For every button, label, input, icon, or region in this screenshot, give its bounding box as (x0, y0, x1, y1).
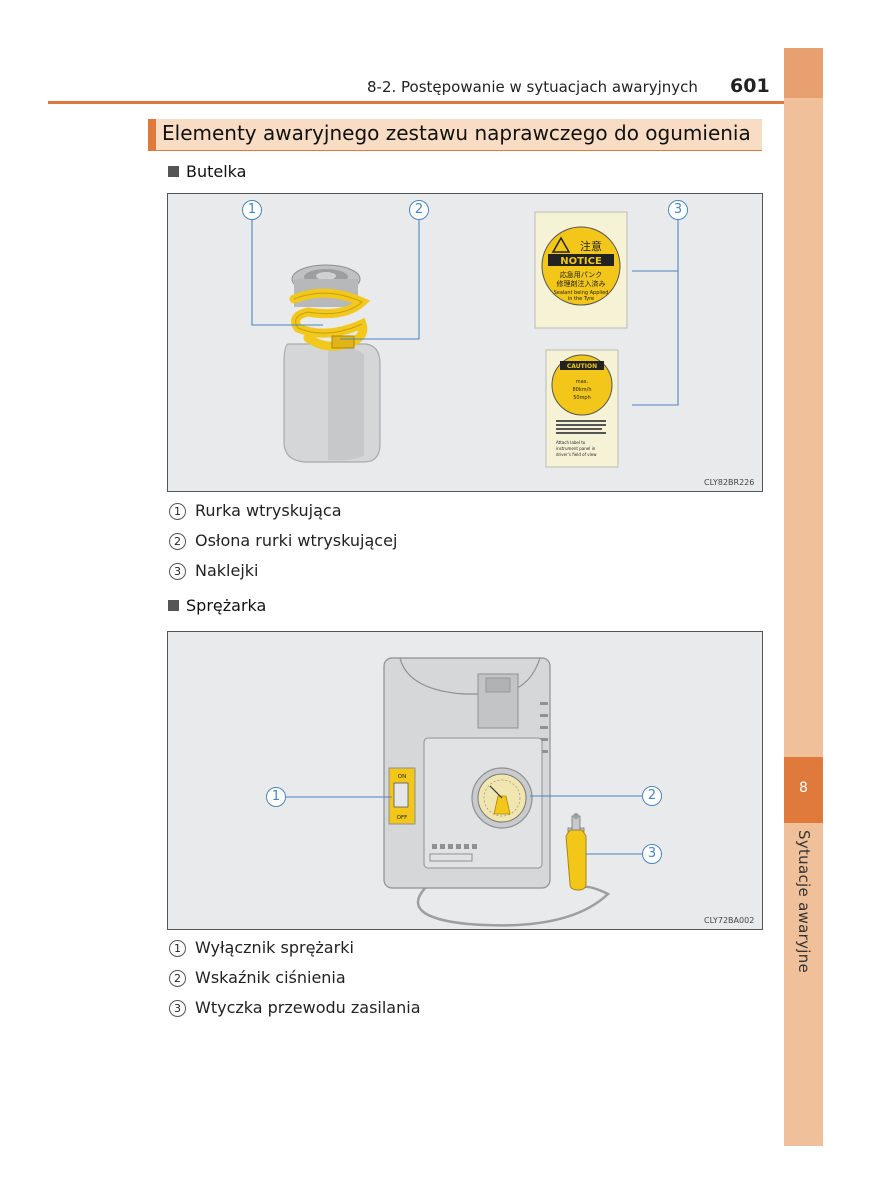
chapter-title: Sytuacje awaryjne (795, 830, 813, 974)
side-tab-top (784, 48, 823, 98)
chapter-tab[interactable] (784, 757, 823, 823)
compressor-figure: ON OFF 1 2 3 CLY72BA002 (167, 631, 763, 930)
sticker-caution-max: max. (576, 379, 589, 385)
switch-off-label: OFF (397, 815, 408, 821)
chapter-number: 8 (799, 780, 808, 796)
callout-3: 3 (642, 844, 662, 864)
legend-number: 2 (169, 533, 186, 550)
callout-1: 1 (242, 200, 262, 220)
legend-number: 2 (169, 970, 186, 987)
sticker-caution-note2: instrument panel in (556, 446, 596, 451)
compressor-heading-text: Sprężarka (186, 596, 267, 615)
legend-text: Osłona rurki wtryskującej (195, 531, 398, 550)
figure-code: CLY82BR226 (704, 478, 755, 487)
legend-item: 3 Naklejki (169, 561, 258, 580)
legend-number: 3 (169, 563, 186, 580)
legend-text: Wskaźnik ciśnienia (195, 968, 346, 987)
sticker-notice-jp2: 修理剤注入済み (557, 279, 606, 288)
figure-code: CLY72BA002 (704, 916, 755, 925)
legend-text: Wyłącznik sprężarki (195, 938, 354, 957)
compressor-illustration: ON OFF (286, 657, 642, 927)
callout-3: 3 (668, 200, 688, 220)
sticker-caution-note1: Attach label to (556, 440, 586, 445)
legend-item: 1 Wyłącznik sprężarki (169, 938, 354, 957)
section-title: Elementy awaryjnego zestawu naprawczego … (162, 121, 751, 145)
sticker-caution-title: CAUTION (567, 363, 597, 370)
callout-2: 2 (642, 786, 662, 806)
switch-on-label: ON (398, 774, 406, 780)
compressor-heading: Sprężarka (168, 596, 266, 615)
sticker-notice-en2: in the Tyre (568, 296, 594, 302)
legend-item: 3 Wtyczka przewodu zasilania (169, 998, 421, 1017)
bottle-illustration: 注意 NOTICE 応急用パンク 修理剤注入済み Sealant being A… (251, 211, 679, 468)
sticker-notice-top: 注意 (580, 239, 602, 253)
sticker-notice-title: NOTICE (560, 256, 602, 267)
side-tab (784, 48, 823, 1146)
legend-item: 2 Wskaźnik ciśnienia (169, 968, 346, 987)
bottle-figure: 注意 NOTICE 応急用パンク 修理剤注入済み Sealant being A… (167, 193, 763, 492)
legend-number: 1 (169, 940, 186, 957)
bullet-square (168, 600, 179, 611)
callout-1: 1 (266, 787, 286, 807)
legend-text: Rurka wtryskująca (195, 501, 342, 520)
legend-item: 1 Rurka wtryskująca (169, 501, 342, 520)
legend-item: 2 Osłona rurki wtryskującej (169, 531, 397, 550)
legend-text: Wtyczka przewodu zasilania (195, 998, 421, 1017)
bottle-heading-text: Butelka (186, 162, 247, 181)
legend-text: Naklejki (195, 561, 259, 580)
bottle-heading: Butelka (168, 162, 246, 181)
section-underline (148, 150, 762, 151)
section-title-bar (148, 119, 762, 150)
bullet-square (168, 166, 179, 177)
header-rule (48, 101, 784, 104)
sticker-notice-jp1: 応急用パンク (560, 270, 602, 279)
sticker-caution-speed1: 80km/h (573, 387, 592, 393)
sticker-caution-speed2: 50mph (573, 395, 591, 401)
section-accent (148, 119, 156, 150)
legend-number: 3 (169, 1000, 186, 1017)
page-number: 601 (730, 75, 770, 97)
running-header: 8-2. Postępowanie w sytuacjach awaryjnyc… (367, 78, 698, 96)
sticker-caution-note3: driver's field of view (556, 452, 597, 457)
sticker-notice-en1: Sealant being Applied (554, 290, 609, 296)
legend-number: 1 (169, 503, 186, 520)
callout-2: 2 (409, 200, 429, 220)
